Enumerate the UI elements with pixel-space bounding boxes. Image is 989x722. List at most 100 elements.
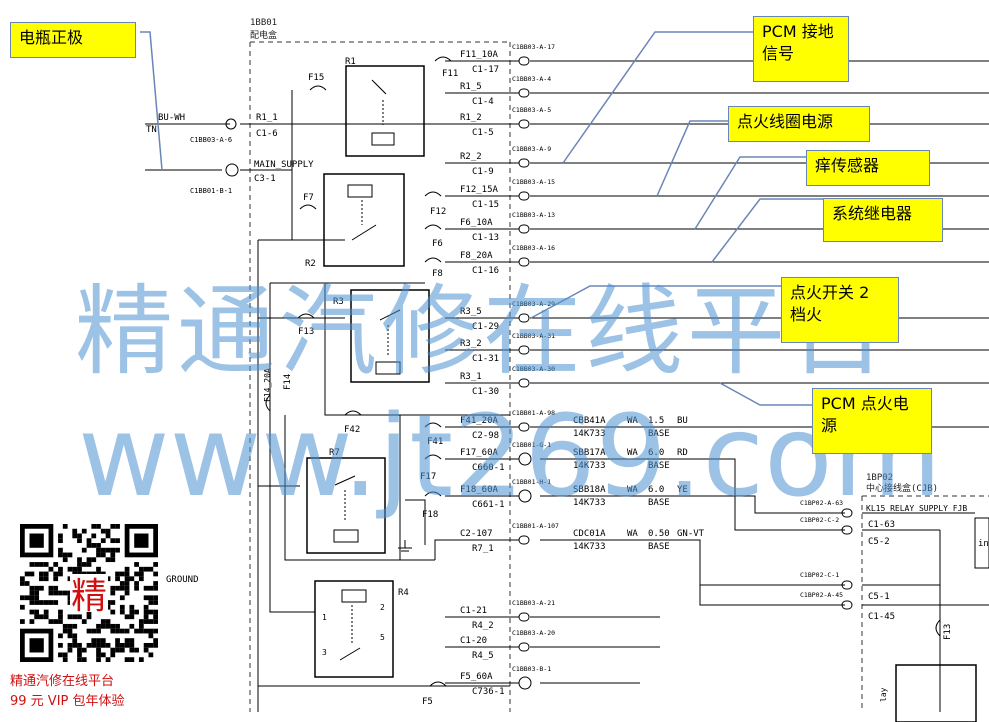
pin-cavity: C1-13: [472, 233, 499, 243]
kl15-label: KL15 RELAY SUPPLY FJB: [866, 504, 967, 513]
pin-name: C1-20: [460, 636, 487, 646]
pin-connector: C1BB01-A-107: [512, 522, 559, 530]
pin-name: F18_60A: [460, 485, 499, 495]
wire-part: 14K733: [573, 429, 606, 439]
right-relay-label: lay: [879, 687, 888, 702]
wire-base: BASE: [648, 461, 670, 471]
wire-spec: BU: [677, 416, 688, 426]
pin-cavity: C1-4: [472, 97, 494, 107]
pin-connector: C1BB03-A-20: [512, 629, 555, 637]
pin-name: F5_60A: [460, 672, 493, 682]
pin-connector: C1BB03-B-1: [512, 665, 551, 673]
pin-connector: C1BB01-A-98: [512, 409, 555, 417]
pin-connector: C1BB03-A-31: [512, 332, 555, 340]
connector-symbol: [518, 257, 530, 267]
pin-cavity: C736-1: [472, 687, 505, 697]
pin-connector: C1BB01-H-1: [512, 478, 551, 486]
pin-connector: C1BB03-A-29: [512, 300, 555, 308]
callout-pcm-ground-signal: PCM 接地信号: [753, 16, 849, 82]
label-c3-1: C3-1: [254, 174, 276, 184]
input-wires: [145, 90, 510, 712]
cjb-cavity: C5-1: [868, 592, 890, 602]
relay-pin-number: 5: [380, 633, 385, 642]
connector-symbol: [518, 378, 530, 388]
callout-itch-sensor: 痒传感器: [806, 150, 930, 186]
pin-name: F12_15A: [460, 185, 499, 195]
label-ground: GROUND: [166, 575, 199, 585]
connector-symbol: [518, 535, 530, 545]
pin-name: F17_60A: [460, 448, 499, 458]
relay-pin-number: 1: [322, 613, 327, 622]
wire-spec: 6.0: [648, 485, 664, 495]
pin-name: F6_10A: [460, 218, 493, 228]
fuse-symbols: [265, 56, 941, 687]
pin-cavity: C2-98: [472, 431, 499, 441]
distribution-box-outline: [249, 41, 511, 712]
qr-caption-line2: 99 元 VIP 包年体验: [10, 694, 125, 709]
wire-base: BASE: [648, 498, 670, 508]
pin-connector: C1BB03-A-9: [512, 145, 551, 153]
cjb-cavity: C5-2: [868, 537, 890, 547]
label-bu-wh: BU-WH: [158, 113, 185, 123]
pin-labels: F11_10AC1-17C1BB03-A-17R1_5C1-4C1BB03-A-…: [445, 43, 559, 697]
pin-name: F8_20A: [460, 251, 493, 261]
connector-symbol: [518, 489, 532, 503]
pin-cavity: C1-5: [472, 128, 494, 138]
cjb-connector: C1BP02-C-1: [800, 571, 839, 579]
pin-cavity: C1-29: [472, 322, 499, 332]
input-connectors: [225, 118, 239, 177]
cjb-box-outline: [861, 495, 989, 712]
label-main-supply: MAIN_SUPPLY: [254, 160, 314, 170]
cjb-connector: C1BP02-C-2: [800, 516, 839, 524]
connector-symbol: [518, 642, 530, 652]
wire-part: 14K733: [573, 542, 606, 552]
fuse-f7-label: F7: [303, 193, 314, 203]
callout-ignition-switch-2: 点火开关 2 档火: [781, 277, 899, 343]
relay-r4: [314, 580, 394, 678]
connector-symbol: [841, 508, 853, 518]
wire-part: 14K733: [573, 461, 606, 471]
cjb-cavity: C1-45: [868, 612, 895, 622]
pin-name: R3_2: [460, 339, 482, 349]
pin-cavity: C661-1: [472, 500, 505, 510]
relay-r3: [350, 289, 430, 383]
pin-name: R1_5: [460, 82, 482, 92]
connector-symbol: [518, 56, 530, 66]
qr-code: 精: [20, 524, 158, 662]
pin-cavity: R4_5: [472, 651, 494, 661]
wire-part: 14K733: [573, 498, 606, 508]
connector-symbol: [518, 224, 530, 234]
wire-spec: 0.50: [648, 529, 670, 539]
pin-connector: C1BB01-G-1: [512, 441, 551, 449]
wire-spec: 6.0: [648, 448, 664, 458]
pin-cavity: C1-9: [472, 167, 494, 177]
label-f14-20a: F14_20A: [263, 368, 272, 402]
relay-r1: [345, 65, 425, 157]
wire-spec: WA: [627, 448, 638, 458]
relay-r7: [306, 457, 412, 554]
pin-cavity: C1-17: [472, 65, 499, 75]
callout-leaders: [140, 31, 825, 406]
relay-pin-number: 3: [322, 648, 327, 657]
pin-connector: C1BB03-A-17: [512, 43, 555, 51]
pin-name: R3_1: [460, 372, 482, 382]
wire-spec: YE: [677, 485, 688, 495]
connector-symbol: [518, 313, 530, 323]
pin-cavity: C1-16: [472, 266, 499, 276]
pin-connector: C1BB03-A-30: [512, 365, 555, 373]
pin-name: R2_2: [460, 152, 482, 162]
wire-spec: CDC01A: [573, 529, 606, 539]
connector-symbol: [518, 676, 532, 690]
fuse-f42-label: F42: [344, 425, 360, 435]
connector-symbol: [518, 612, 530, 622]
fuse-f6-label: F6: [432, 239, 443, 249]
label-r1-1: R1_1: [256, 113, 278, 123]
wire-spec: SBB18A: [573, 485, 606, 495]
pin-connector: C1BB03-A-15: [512, 178, 555, 186]
wire-spec: 1.5: [648, 416, 664, 426]
connector-symbol: [841, 600, 853, 610]
pin-name: C2-107: [460, 529, 493, 539]
connector-symbol: [518, 119, 530, 129]
pin-connector: C1BB03-A-16: [512, 244, 555, 252]
